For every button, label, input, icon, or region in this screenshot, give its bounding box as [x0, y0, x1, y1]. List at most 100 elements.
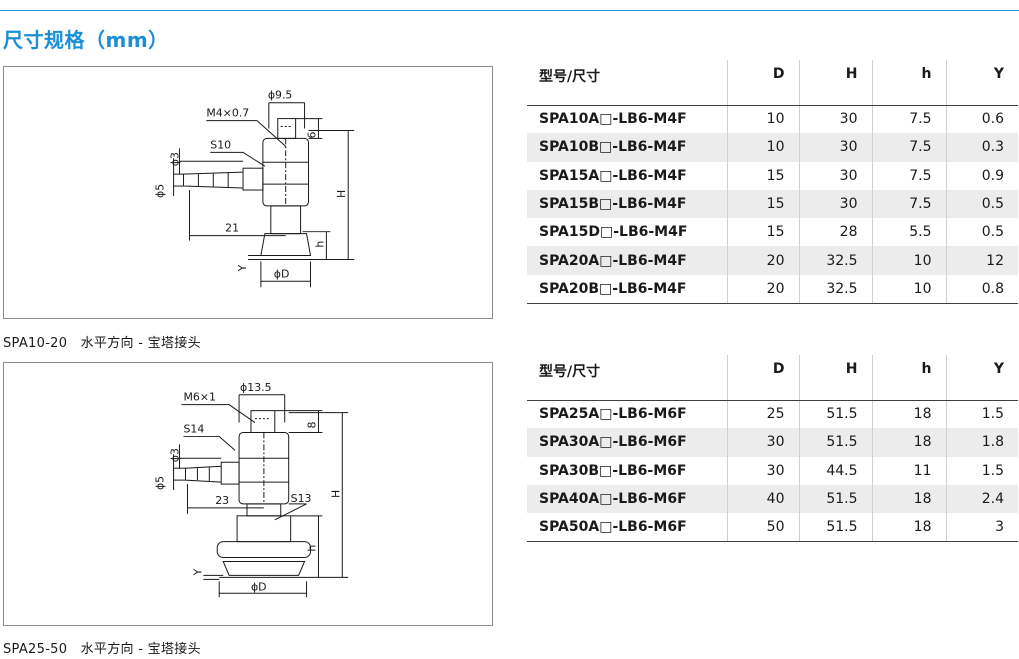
label-Y: Y	[191, 568, 204, 576]
cell-D: 10	[726, 133, 799, 162]
cell-Y: 0.6	[945, 105, 1018, 134]
cell-Y: 0.8	[945, 274, 1018, 304]
neck	[236, 515, 292, 543]
cell-H: 30	[798, 133, 872, 162]
table-row: SPA30A□-LB6-M6F 30 51.5 18 1.8	[527, 428, 1018, 457]
barb-tube	[184, 465, 222, 483]
drawing-spa25-50: ϕ13.5 M6×1 S14 ϕ3 ϕ5 8 H h 23 S13 Y ϕD	[3, 362, 493, 626]
label-eight: 8	[305, 422, 318, 429]
cell-model: SPA15A□-LB6-M4F	[539, 167, 687, 184]
label-phi3: ϕ3	[169, 152, 182, 166]
cell-H: 44.5	[798, 456, 872, 485]
cell-H: 32.5	[798, 274, 872, 304]
top-divider	[0, 10, 1019, 11]
cell-H: 30	[798, 105, 872, 134]
table-header-row: 型号/尺寸 D H h Y	[527, 355, 1018, 401]
cell-D: 40	[726, 484, 799, 514]
cell-H: 32.5	[798, 246, 872, 275]
label-phiD: ϕD	[274, 267, 290, 280]
label-hex: S14	[183, 422, 204, 435]
cell-D: 25	[726, 400, 799, 429]
label-H: H	[335, 190, 348, 198]
label-phi5: ϕ5	[154, 476, 167, 490]
caption-spa10-20: SPA10-20 水平方向 - 宝塔接头	[3, 336, 201, 351]
label-thread: M4×0.7	[206, 107, 249, 120]
cell-H: 51.5	[798, 428, 872, 457]
technical-drawing-2: ϕ13.5 M6×1 S14 ϕ3 ϕ5 8 H h 23 S13 Y ϕD	[154, 381, 349, 598]
cell-D: 15	[726, 218, 799, 247]
label-thread: M6×1	[183, 391, 215, 404]
cell-Y: 1.8	[945, 428, 1018, 457]
cell-Y: 2.4	[945, 484, 1018, 514]
cell-D: 50	[726, 513, 799, 542]
cell-Y: 12	[945, 246, 1018, 275]
cell-Y: 0.5	[945, 189, 1018, 219]
neck	[270, 205, 302, 235]
table-row: SPA15A□-LB6-M4F 15 30 7.5 0.9	[527, 161, 1018, 190]
header-Y: Y	[945, 60, 1018, 106]
table-row: SPA40A□-LB6-M6F 40 51.5 18 2.4	[527, 484, 1018, 514]
label-h: h	[305, 545, 318, 552]
header-model: 型号/尺寸	[527, 355, 727, 401]
cell-Y: 1.5	[945, 456, 1018, 485]
label-phi-top: ϕ9.5	[268, 89, 293, 102]
cell-h: 10	[871, 274, 946, 304]
table-row: SPA30B□-LB6-M6F 30 44.5 11 1.5	[527, 456, 1018, 485]
cell-H: 30	[798, 161, 872, 190]
spec-table-m6f: 型号/尺寸 D H h Y SPA25A□-LB6-M6F 25 51.5 18…	[527, 355, 1018, 542]
cell-D: 30	[726, 428, 799, 457]
cell-h: 18	[871, 400, 946, 429]
cell-model: SPA25A□-LB6-M6F	[539, 406, 687, 423]
cell-h: 7.5	[871, 189, 946, 219]
table-row: SPA10A□-LB6-M4F 10 30 7.5 0.6	[527, 105, 1018, 134]
cell-Y: 3	[945, 513, 1018, 542]
suction-cup	[260, 233, 312, 256]
label-phiD: ϕD	[251, 580, 267, 593]
header-h: h	[871, 355, 946, 401]
suction-cup	[222, 560, 306, 576]
table-row: SPA10B□-LB6-M4F 10 30 7.5 0.3	[527, 133, 1018, 162]
cell-model: SPA30B□-LB6-M6F	[539, 462, 687, 479]
label-Y: Y	[236, 264, 249, 272]
label-hex: S10	[210, 138, 231, 151]
label-h: h	[313, 241, 326, 248]
cell-H: 28	[798, 218, 872, 247]
cell-h: 5.5	[871, 218, 946, 247]
cell-D: 15	[726, 161, 799, 190]
table-row: SPA20B□-LB6-M4F 20 32.5 10 0.8	[527, 274, 1018, 304]
spec-table-m4f: 型号/尺寸 D H h Y SPA10A□-LB6-M4F 10 30 7.5 …	[527, 60, 1018, 304]
table-header-row: 型号/尺寸 D H h Y	[527, 60, 1018, 106]
cell-h: 18	[871, 428, 946, 457]
label-H: H	[329, 490, 342, 498]
cell-model: SPA15B□-LB6-M4F	[527, 189, 727, 219]
cell-h: 7.5	[871, 133, 946, 162]
cup-ring	[216, 541, 312, 559]
thread-stub	[250, 410, 276, 433]
cell-h: 18	[871, 513, 946, 542]
label-phi3: ϕ3	[169, 448, 182, 462]
header-h: h	[871, 60, 946, 106]
cell-model: SPA20B□-LB6-M4F	[527, 274, 727, 304]
cell-h: 10	[871, 246, 946, 275]
header-D: D	[726, 355, 799, 401]
table-row: SPA20A□-LB6-M4F 20 32.5 10 12	[527, 246, 1018, 275]
cell-H: 51.5	[798, 484, 872, 514]
cell-Y: 0.9	[945, 161, 1018, 190]
cell-Y: 0.3	[945, 133, 1018, 162]
thread-stub	[277, 118, 297, 139]
cell-h: 7.5	[871, 161, 946, 190]
header-H: H	[798, 60, 872, 106]
cell-D: 15	[726, 189, 799, 219]
header-H: H	[798, 355, 872, 401]
label-six: 6	[305, 131, 318, 138]
label-twentythree: 23	[215, 494, 229, 507]
table-row: SPA50A□-LB6-M6F 50 51.5 18 3	[527, 513, 1018, 542]
cell-model: SPA10A□-LB6-M4F	[539, 111, 687, 128]
label-s13: S13	[291, 492, 312, 505]
cell-h: 11	[871, 456, 946, 485]
table-row: SPA15B□-LB6-M4F 15 30 7.5 0.5	[527, 189, 1018, 219]
cell-model: SPA15D□-LB6-M4F	[539, 224, 688, 241]
barb-base	[242, 167, 264, 191]
cell-model: SPA10B□-LB6-M4F	[527, 133, 727, 162]
technical-drawing-1: ϕ9.5 M4×0.7 S10 ϕ3 ϕ5 6 H h 21 Y ϕD	[154, 89, 355, 288]
